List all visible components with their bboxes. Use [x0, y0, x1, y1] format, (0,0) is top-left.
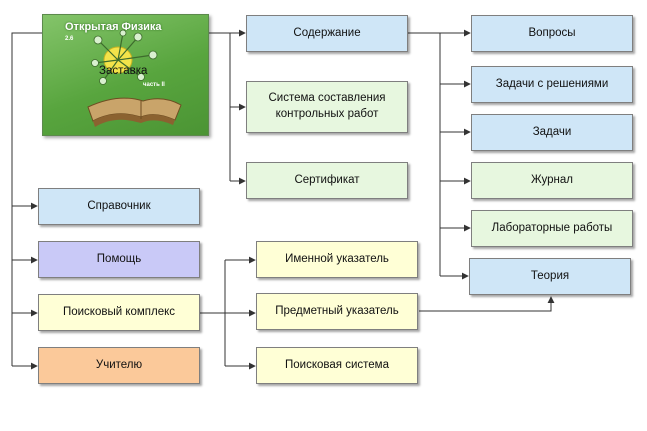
node-subject-index[interactable]: Предметный указатель — [256, 293, 418, 330]
node-journal[interactable]: Журнал — [471, 162, 633, 199]
arrow-subject-to-theory — [419, 296, 555, 312]
node-certificate[interactable]: Сертификат — [246, 162, 408, 199]
node-help[interactable]: Помощь — [38, 241, 200, 278]
node-solved-problems[interactable]: Задачи с решениями — [471, 66, 633, 103]
product-title: Открытая Физика — [65, 21, 162, 33]
atom-book-illustration — [87, 29, 182, 127]
node-reference[interactable]: Справочник — [38, 188, 200, 225]
node-problems[interactable]: Задачи — [471, 114, 633, 151]
version-label: 2.6 — [65, 36, 74, 42]
part-label: часть II — [143, 82, 165, 88]
node-lab-works[interactable]: Лабораторные работы — [471, 210, 633, 247]
node-questions[interactable]: Вопросы — [471, 15, 633, 52]
node-test-system[interactable]: Система составления контрольных работ — [246, 81, 408, 133]
node-name-index[interactable]: Именной указатель — [256, 241, 418, 278]
splash-screen-thumbnail[interactable]: Открытая Физика 2.6 часть II Заставка — [42, 14, 209, 136]
trunk-left — [11, 32, 42, 366]
node-theory[interactable]: Теория — [469, 258, 631, 295]
node-teacher[interactable]: Учителю — [38, 347, 200, 384]
splash-label: Заставка — [99, 65, 148, 77]
node-content[interactable]: Содержание — [246, 15, 408, 52]
node-search-complex[interactable]: Поисковый комплекс — [38, 294, 200, 331]
node-search-system[interactable]: Поисковая система — [256, 347, 418, 384]
